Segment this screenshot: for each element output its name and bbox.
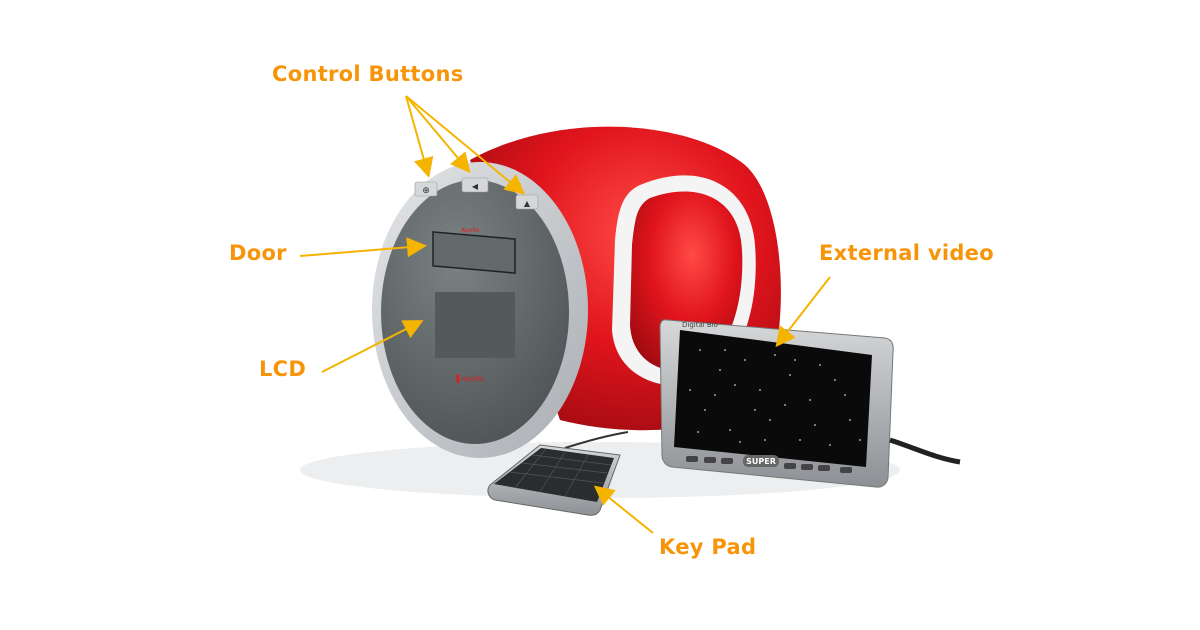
label-external-video: External video [819,241,994,265]
callout-arrows [299,95,831,534]
label-lcd: LCD [259,357,307,381]
arrow-external-video [775,276,831,348]
monitor-screen [674,330,872,467]
arrow-control-3 [405,95,526,195]
label-key-pad: Key Pad [659,535,757,559]
door-window [432,231,516,274]
arrow-door [299,237,427,258]
monitor-menu-button[interactable] [686,456,698,462]
monitor-badge-text: SUPER [746,457,776,466]
external-video-monitor: Digital Bio SUPER [659,319,894,488]
monitor-ch-up-button[interactable] [704,457,716,463]
arrow-lcd [321,320,424,373]
monitor-brand-text: Digital Bio [682,321,718,329]
lock-button[interactable] [414,181,438,197]
monitor-mode-button[interactable] [818,465,830,471]
monitor-cable [889,437,961,465]
arrow-control-1 [405,95,434,178]
monitor-ch-down-button[interactable] [721,458,733,464]
door-brand-text: Apollo [461,227,480,234]
triangle-left-icon: ◀ [472,182,479,191]
arrow-key-pad [593,485,654,534]
arrow-control-2 [405,95,471,174]
label-control-buttons: Control Buttons [272,62,464,86]
monitor-vol-down-button[interactable] [801,464,813,470]
lcd-panel [435,292,515,358]
monitor-super-badge [743,455,779,467]
monitor-vol-up-button[interactable] [784,463,796,469]
lock-icon: ⊕ [422,186,430,196]
keypad[interactable] [487,444,621,516]
keypad-cable [564,431,629,449]
front-logo: ▌Apollo [455,374,483,383]
left-button[interactable] [461,177,489,193]
up-button[interactable] [515,194,539,210]
label-door: Door [229,241,287,265]
monitor-power-button[interactable] [840,467,852,473]
screen-static-noise [689,349,861,446]
triangle-up-icon: ▲ [524,199,531,208]
